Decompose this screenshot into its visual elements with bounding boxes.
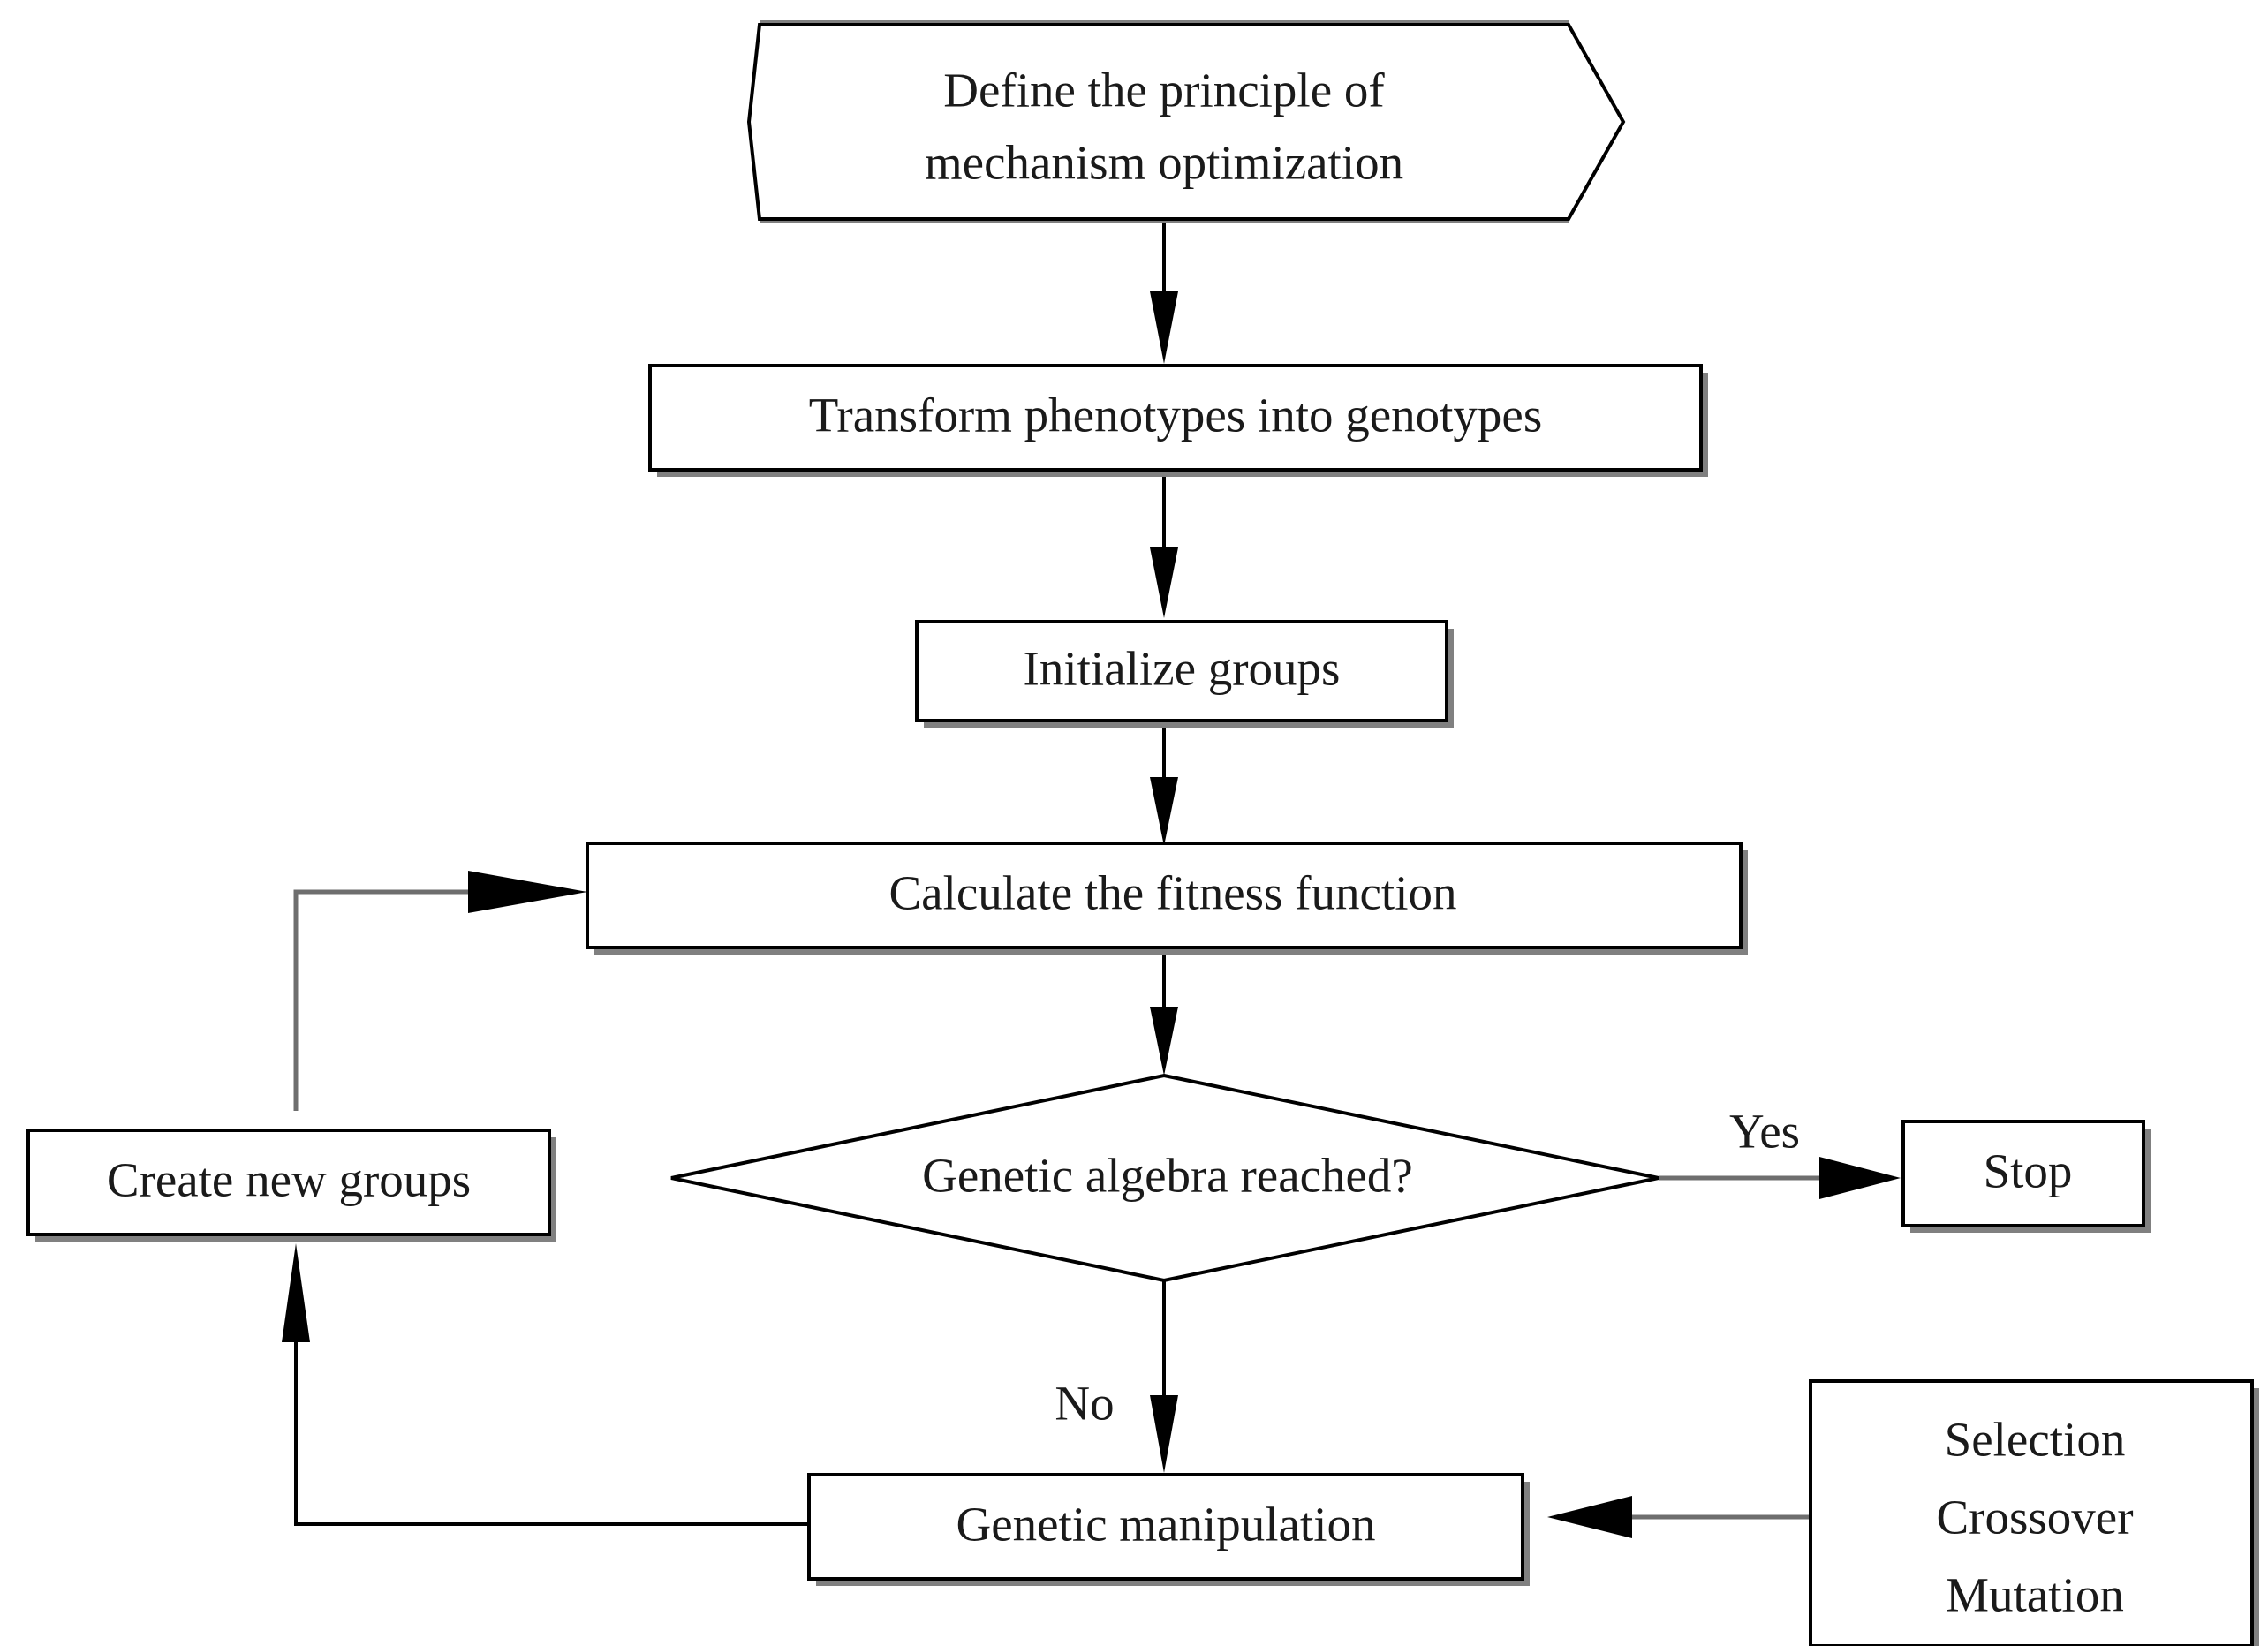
node-genetic-manipulation-label: Genetic manipulation [956, 1498, 1376, 1552]
node-initialize-groups[interactable]: Initialize groups [915, 620, 1454, 728]
edge-manipulation-to-create-groups [282, 1243, 809, 1526]
edge-define-to-transform [1150, 223, 1178, 364]
edge-label-no: No [1055, 1377, 1114, 1431]
node-initialize-groups-label: Initialize groups [1024, 642, 1341, 696]
node-operators-line1: Selection [1945, 1413, 2126, 1467]
node-operators[interactable]: Selection Crossover Mutation [1809, 1379, 2259, 1646]
node-transform-phenotypes-label: Transform phenotypes into genotypes [809, 389, 1543, 442]
node-define-principle[interactable]: Define the principle of mechanism optimi… [746, 20, 1626, 223]
edge-decision-to-manipulation [1150, 1280, 1178, 1473]
node-genetic-algebra-reached-label: Genetic algebra reached? [922, 1149, 1413, 1203]
node-stop[interactable]: Stop [1901, 1120, 2151, 1233]
node-stop-label: Stop [1984, 1144, 2073, 1198]
edge-initialize-to-calculate [1150, 726, 1178, 846]
node-calculate-fitness-label: Calculate the fitness function [888, 866, 1456, 920]
edge-transform-to-initialize [1150, 472, 1178, 618]
node-create-new-groups-label: Create new groups [107, 1153, 471, 1207]
node-define-principle-line1: Define the principle of [943, 64, 1385, 117]
node-transform-phenotypes[interactable]: Transform phenotypes into genotypes [648, 364, 1708, 477]
edge-create-groups-to-calculate [293, 871, 587, 1111]
edge-operators-to-manipulation [1547, 1496, 1811, 1538]
node-operators-line2: Crossover [1936, 1491, 2133, 1544]
node-create-new-groups[interactable]: Create new groups [26, 1129, 556, 1242]
node-define-principle-line2: mechanism optimization [925, 136, 1403, 190]
edge-calculate-to-decision [1150, 954, 1178, 1076]
node-genetic-algebra-reached[interactable]: Genetic algebra reached? [670, 1073, 1659, 1283]
node-operators-line3: Mutation [1946, 1568, 2124, 1622]
edge-decision-to-stop [1659, 1157, 1901, 1199]
edge-label-yes: Yes [1729, 1105, 1800, 1159]
node-genetic-manipulation[interactable]: Genetic manipulation [807, 1473, 1530, 1586]
node-calculate-fitness[interactable]: Calculate the fitness function [586, 842, 1748, 955]
